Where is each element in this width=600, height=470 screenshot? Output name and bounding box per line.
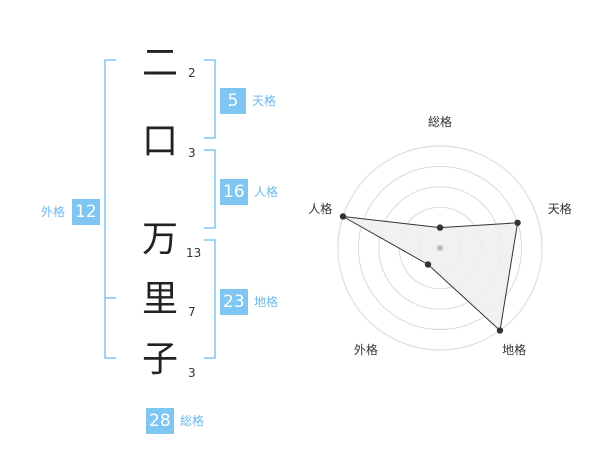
radar-axis-label-3: 地格 [502,342,526,357]
stroke-count-3: 13 [186,246,202,260]
radar-axis-label-1: 総格 [428,114,452,129]
jinkaku-label: 人格 [254,185,279,199]
name-char-2: 口 [141,121,178,162]
stroke-count-2: 3 [188,146,196,160]
sokaku-label: 総格 [180,414,205,428]
tenkaku-label: 天格 [252,94,277,108]
chikaku-label: 地格 [254,295,279,309]
stroke-count-5: 3 [188,366,196,380]
radar-point-1 [436,224,444,231]
name-char-5: 子 [141,339,178,380]
gaikaku-label: 外格 [41,205,66,219]
sokaku-value: 28 [146,408,174,434]
chikaku-value: 23 [220,289,248,315]
radar-point-3 [496,327,504,334]
name-char-3: 万 [141,219,178,260]
radar-axis-label-2: 天格 [548,201,572,216]
radar-axis-label-4: 外格 [354,342,378,357]
radar-center-dot [437,245,443,251]
name-char-1: 二 [141,43,178,84]
chikaku-bracket [204,239,216,359]
jinkaku-bracket [204,149,216,229]
radar-points [339,213,521,334]
radar-point-2 [514,219,521,226]
gaikaku-bracket [104,59,116,359]
stroke-count-1: 2 [188,66,196,80]
radar-ring-5 [337,145,543,351]
gaikaku-value: 12 [72,199,100,225]
radar-ring-4 [357,165,523,331]
radar-point-4 [424,261,432,268]
radar-axis-label-5: 人格 [308,201,332,216]
jinkaku-value: 16 [220,179,248,205]
name-char-4: 里 [141,279,178,320]
radar-area [342,216,519,332]
stroke-count-4: 7 [188,305,196,319]
radar-point-5 [339,213,347,220]
tenkaku-bracket [204,59,216,139]
tenkaku-value: 5 [220,88,246,114]
